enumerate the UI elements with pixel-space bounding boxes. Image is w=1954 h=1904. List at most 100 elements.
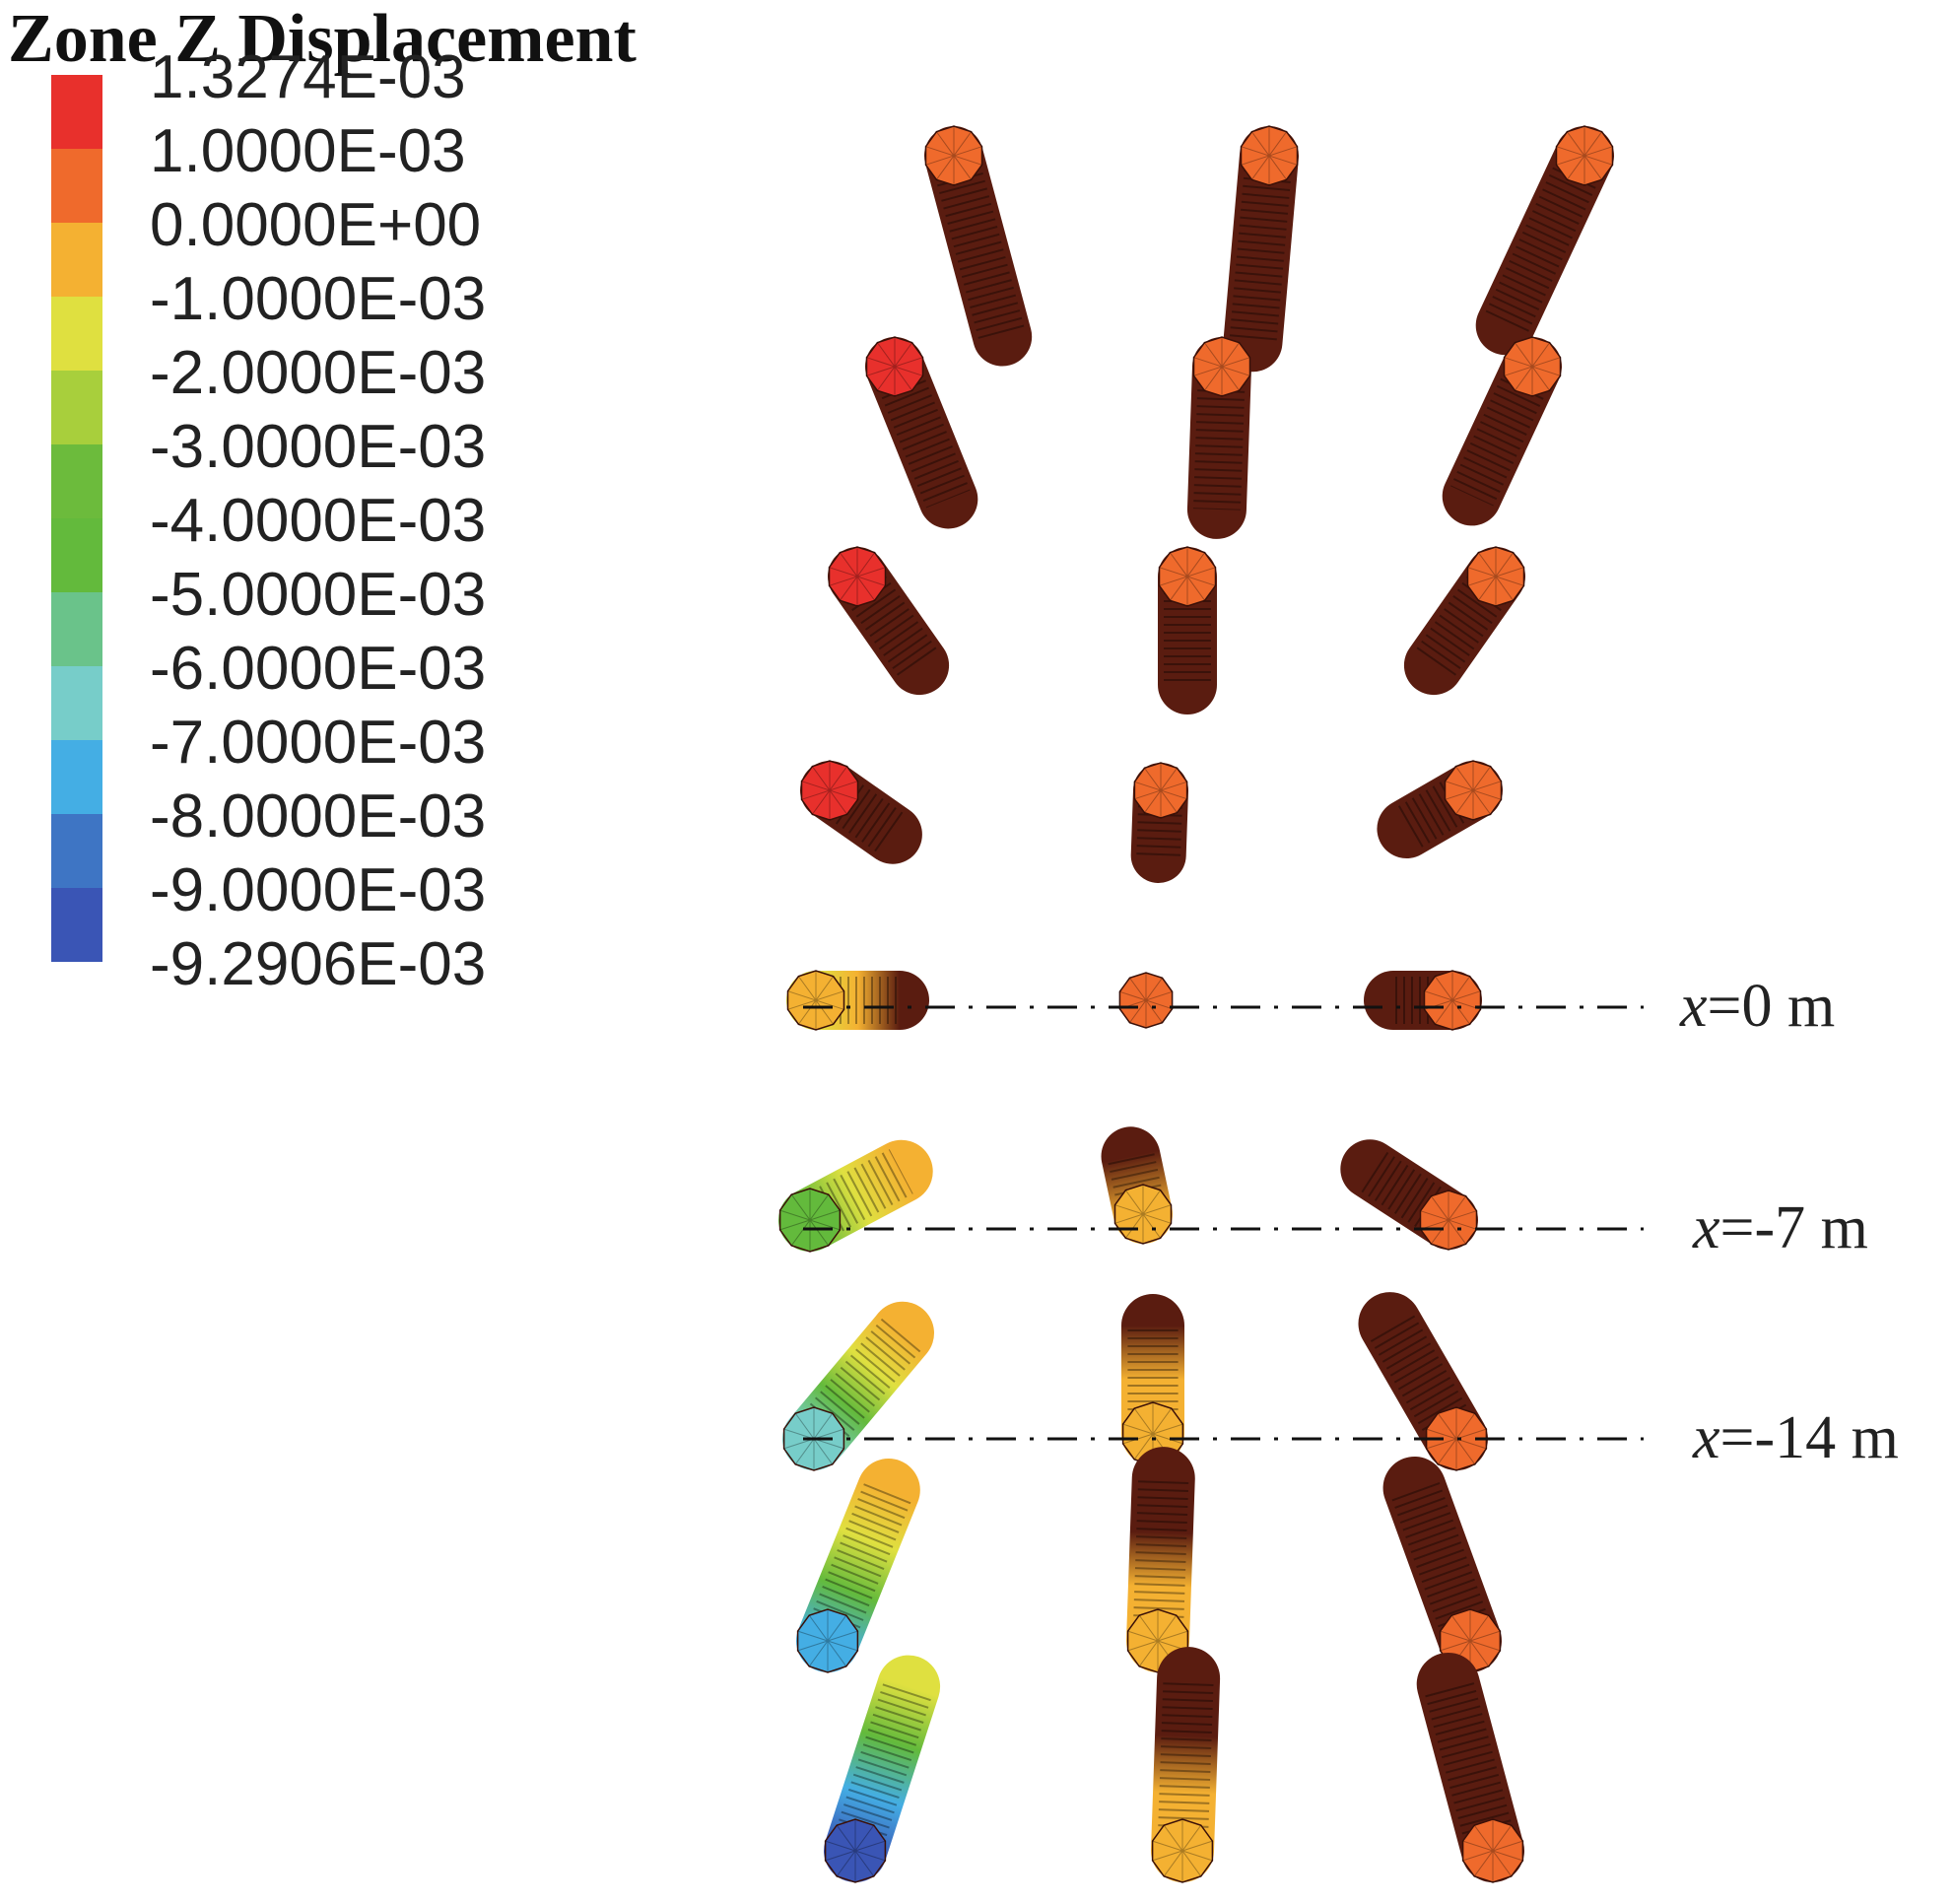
pile xyxy=(1364,970,1482,1031)
legend-entry: -9.2906E-03 xyxy=(51,934,564,1036)
pile-cap-mesh xyxy=(1556,126,1613,185)
legend-label: 1.0000E-03 xyxy=(150,117,466,185)
legend-swatch xyxy=(51,149,102,223)
legend-label: 0.0000E+00 xyxy=(150,191,482,259)
pile-mesh xyxy=(1132,1477,1189,1642)
pile-mesh xyxy=(1368,1311,1479,1452)
pile-cap-mesh xyxy=(1504,337,1561,396)
pile xyxy=(1130,762,1188,883)
pile-mesh xyxy=(1423,1677,1517,1858)
legend-label: -8.0000E-03 xyxy=(150,782,487,850)
pile xyxy=(824,1655,941,1883)
legend-entry: -3.0000E-03 xyxy=(51,417,564,518)
pile xyxy=(1186,336,1251,539)
reference-line-label: x=-14 m xyxy=(1693,1404,1899,1471)
pile xyxy=(1126,1447,1195,1673)
pile xyxy=(778,1139,933,1253)
pile xyxy=(924,125,1033,367)
legend-label: -9.2906E-03 xyxy=(150,930,487,998)
pile xyxy=(1101,1126,1173,1245)
legend-entry: 1.3274E-03 xyxy=(51,47,564,149)
pile-cap-mesh xyxy=(1241,126,1298,185)
legend-swatch xyxy=(51,814,102,888)
pile-cap-mesh xyxy=(787,971,844,1030)
pile-mesh xyxy=(816,771,907,854)
pile-cap-mesh xyxy=(1424,971,1481,1030)
pile-body xyxy=(924,126,1033,367)
pile-body xyxy=(1223,126,1299,373)
legend-entry: -7.0000E-03 xyxy=(51,713,564,814)
pile xyxy=(1377,760,1503,858)
pile-cap-mesh xyxy=(801,761,858,820)
pile xyxy=(865,336,978,529)
pile xyxy=(796,1459,920,1673)
pile-cap-mesh xyxy=(866,337,923,396)
legend-label: -1.0000E-03 xyxy=(150,265,487,333)
pile-cap-mesh xyxy=(925,126,982,185)
legend-entry: -8.0000E-03 xyxy=(51,786,564,888)
pile xyxy=(1403,546,1525,696)
reference-line-label: x=0 m xyxy=(1680,973,1836,1040)
legend-label: -3.0000E-03 xyxy=(150,413,487,481)
pile xyxy=(786,970,929,1031)
legend-swatch xyxy=(51,740,102,814)
pile xyxy=(828,546,950,696)
legend-swatch xyxy=(51,888,102,962)
pile-mesh xyxy=(831,1678,933,1859)
legend-label: -4.0000E-03 xyxy=(150,487,487,555)
pile-cap-mesh xyxy=(829,547,886,606)
pile xyxy=(782,1301,934,1471)
legend-entry: -4.0000E-03 xyxy=(51,491,564,592)
pile xyxy=(1382,1456,1502,1673)
pile-mesh xyxy=(1394,770,1486,850)
legend-label: -2.0000E-03 xyxy=(150,339,487,407)
legend-entry: 0.0000E+00 xyxy=(51,195,564,297)
pile-cap-mesh xyxy=(1426,1407,1487,1470)
legend-entry: -2.0000E-03 xyxy=(51,343,564,444)
pile-mesh xyxy=(1390,1479,1495,1650)
legend-swatch xyxy=(51,518,102,592)
pile xyxy=(1223,125,1299,373)
pile xyxy=(1121,1294,1184,1466)
pile-cap-mesh xyxy=(1134,763,1187,818)
pile xyxy=(1358,1292,1488,1471)
pile xyxy=(1475,125,1614,356)
legend-entry: -1.0000E-03 xyxy=(51,269,564,371)
legend-swatch xyxy=(51,75,102,149)
legend-label: -6.0000E-03 xyxy=(150,635,487,703)
legend-entry: -9.0000E-03 xyxy=(51,860,564,962)
pile-cap-mesh xyxy=(1122,1402,1183,1465)
legend-entry: -5.0000E-03 xyxy=(51,565,564,666)
pile xyxy=(800,760,922,864)
pile-cap-mesh xyxy=(1445,761,1502,820)
legend-label: 1.3274E-03 xyxy=(150,43,466,111)
pile-cap-mesh xyxy=(779,1189,841,1252)
legend-swatch xyxy=(51,666,102,740)
pile-cap-mesh xyxy=(797,1609,858,1672)
pile-body xyxy=(1475,126,1614,356)
reference-line-label: x=-7 m xyxy=(1693,1194,1868,1261)
pile-mesh xyxy=(1157,1677,1214,1852)
legend-label: -9.0000E-03 xyxy=(150,856,487,924)
pile-cap-mesh xyxy=(1127,1609,1188,1672)
legend-label: -7.0000E-03 xyxy=(150,709,487,777)
legend-label: -5.0000E-03 xyxy=(150,561,487,629)
legend-swatch xyxy=(51,297,102,371)
pile-mesh xyxy=(804,1480,912,1651)
pile xyxy=(1158,546,1217,714)
pile-cap-mesh xyxy=(1462,1819,1523,1882)
pile-cap-mesh xyxy=(1159,547,1216,606)
pile-cap-mesh xyxy=(1440,1609,1501,1672)
pile xyxy=(1416,1652,1524,1883)
pile-cap-mesh xyxy=(1119,973,1173,1028)
pile-cap-mesh xyxy=(1193,337,1250,396)
legend-swatch xyxy=(51,592,102,666)
pile xyxy=(1340,1139,1478,1251)
pile-cap-mesh xyxy=(1114,1185,1172,1244)
pile xyxy=(1118,972,1174,1029)
pile xyxy=(1151,1647,1221,1883)
legend-title: Zone Z Displacement xyxy=(8,1,637,77)
legend-entry: 1.0000E-03 xyxy=(51,121,564,223)
pile-cap-mesh xyxy=(1467,547,1524,606)
